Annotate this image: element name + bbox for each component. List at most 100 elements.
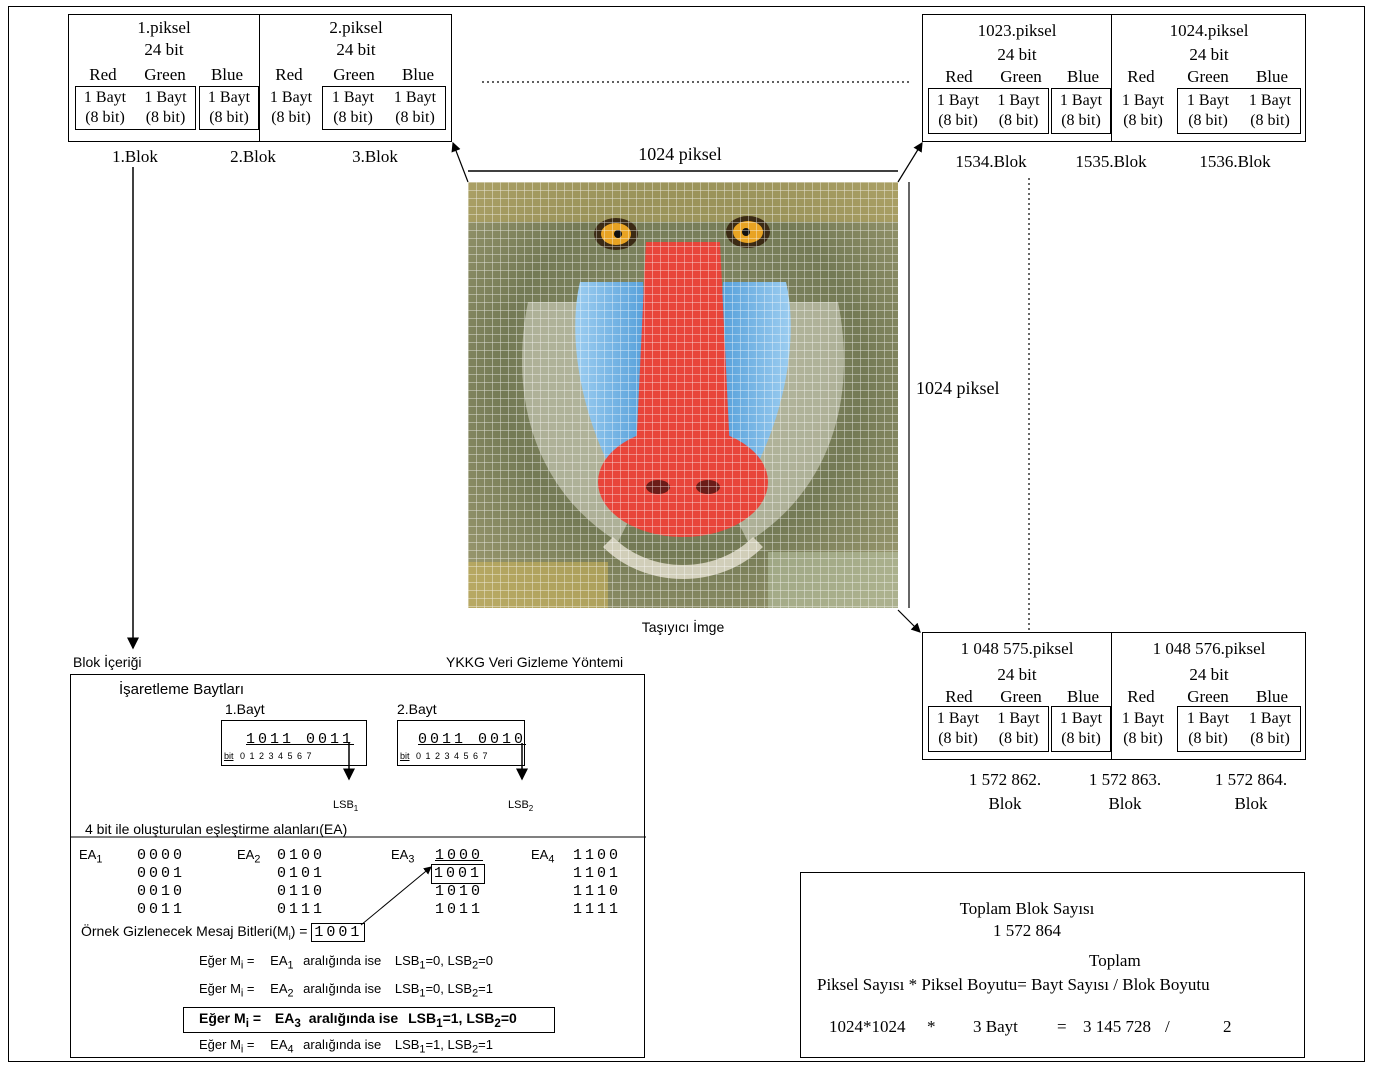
- bit-index-prefix: bit: [400, 751, 410, 761]
- totals-toplam: Toplam: [1089, 951, 1141, 970]
- ea-heading: 4 bit ile oluşturulan eşleştirme alanlar…: [85, 821, 348, 837]
- formula-pixels: 1024*1024: [829, 1017, 906, 1036]
- bit-count: (8 bit): [1123, 112, 1163, 129]
- channel-label: Green: [1187, 67, 1229, 86]
- highlight-rule-box: [183, 1007, 555, 1033]
- bit-count: (8 bit): [271, 109, 311, 126]
- pixel-bits: 24 bit: [997, 45, 1037, 64]
- totals-value: 1 572 864: [993, 921, 1061, 940]
- bit-index: 0 1 2 3 4 5 6 7: [416, 751, 489, 761]
- lsb-text: LSB: [333, 799, 354, 811]
- lsb-sub: 2: [528, 804, 534, 814]
- byte1-box: 1011 0011 bit 0 1 2 3 4 5 6 7: [221, 720, 367, 766]
- lsb-text: LSB: [508, 799, 529, 811]
- formula-op: *: [927, 1017, 936, 1036]
- block-outline: [928, 706, 1049, 752]
- formula-eq: =: [1057, 1017, 1067, 1036]
- formula-block: 2: [1223, 1017, 1232, 1036]
- byte1-label: 1.Bayt: [225, 701, 265, 717]
- image-height-label: 1024 piksel: [916, 378, 1000, 398]
- ea4-label: EA4: [531, 847, 555, 866]
- byte-label: 1 Bayt: [393, 89, 437, 106]
- carrier-image: [468, 182, 898, 608]
- block-outline: [1051, 88, 1111, 134]
- pixel-bits: 24 bit: [144, 40, 184, 59]
- bit-count: (8 bit): [1188, 730, 1228, 747]
- channel-label: Blue: [401, 65, 435, 84]
- byte-label: 1 Bayt: [1186, 710, 1230, 727]
- bit-index: 0 1 2 3 4 5 6 7: [240, 751, 313, 761]
- byte2-label: 2.Bayt: [397, 701, 437, 717]
- byte-label: 1 Bayt: [936, 92, 980, 109]
- pixel-label: 1 048 576.piksel: [1152, 639, 1266, 658]
- arrow-to-last: [897, 609, 921, 633]
- byte-label: 1 Bayt: [1059, 92, 1103, 109]
- byte-label: 1 Bayt: [207, 89, 251, 106]
- arrow-to-first: [451, 141, 469, 183]
- pixel-bits: 24 bit: [997, 665, 1037, 684]
- channel-label: Blue: [210, 65, 244, 84]
- block-outline: [1177, 88, 1301, 134]
- block-label: Blok: [1234, 794, 1268, 813]
- byte-label: 1 Bayt: [144, 89, 187, 106]
- block-label: 1535.Blok: [1075, 152, 1147, 171]
- bit-count: (8 bit): [395, 109, 435, 126]
- block-label: 1 572 862.: [968, 770, 1042, 789]
- lsb1-label: LSB1: [333, 799, 358, 813]
- image-caption: Taşıyıcı İmge: [641, 619, 725, 635]
- totals-title: Toplam Blok Sayısı: [959, 899, 1095, 918]
- bit-count: (8 bit): [85, 109, 125, 126]
- rule-row: Eğer Mi = EA2 aralığında ise LSB1=0, LSB…: [199, 981, 493, 1000]
- bit-count: (8 bit): [145, 109, 186, 126]
- rule-row: Eğer Mi = EA4 aralığında ise LSB1=1, LSB…: [199, 1037, 493, 1056]
- lsb2-label: LSB2: [508, 799, 533, 813]
- pixel-bits: 24 bit: [1189, 45, 1229, 64]
- baboon-face: [468, 182, 898, 608]
- bit-count: (8 bit): [998, 730, 1039, 747]
- ea2-label: EA2: [237, 847, 261, 866]
- channel-label: Blue: [1066, 687, 1100, 706]
- pixel-box-first: 1.piksel 24 bit 2.piksel 24 bit Red Gree…: [68, 14, 452, 142]
- channel-label: Green: [1000, 687, 1042, 706]
- pixel-label: 1023.piksel: [977, 21, 1057, 40]
- block-content-panel: İşaretleme Baytları 1.Bayt 2.Bayt 1011 0…: [70, 674, 646, 1058]
- pixel-divider: [259, 15, 260, 141]
- pixel-label: 2.piksel: [329, 18, 383, 37]
- pixel-label: 1 048 575.piksel: [960, 639, 1074, 658]
- byte1-bits: 1011 0011: [246, 731, 355, 748]
- totals-panel: Toplam Blok Sayısı 1 572 864 Toplam Piks…: [800, 872, 1305, 1058]
- ea3-values: 1000 1001 1010 1011: [430, 847, 486, 918]
- bit-count: (8 bit): [938, 112, 978, 129]
- channel-label: Red: [275, 65, 303, 84]
- ea2-values: 0100 0101 0110 0111: [277, 847, 326, 918]
- ea3-label: EA3: [391, 847, 415, 866]
- pixel-divider: [1111, 15, 1112, 141]
- lsb-sub: 1: [353, 804, 359, 814]
- block-label: 1534.Blok: [955, 152, 1027, 171]
- bit-count: (8 bit): [1061, 112, 1101, 129]
- image-width-label: 1024 piksel: [638, 144, 722, 164]
- block-label: 3.Blok: [352, 147, 398, 166]
- channel-label: Blue: [1066, 67, 1100, 86]
- channel-label: Blue: [1255, 67, 1289, 86]
- byte-label: 1 Bayt: [997, 710, 1040, 727]
- byte-label: 1 Bayt: [83, 89, 127, 106]
- sample-value: 1001: [311, 923, 366, 942]
- block-label: 1.Blok: [112, 147, 158, 166]
- pixel-bits: 24 bit: [1189, 665, 1229, 684]
- byte-label: 1 Bayt: [1121, 710, 1165, 727]
- byte-label: 1 Bayt: [1248, 710, 1292, 727]
- pixel-box-last: 1 048 575.piksel 24 bit 1 048 576.piksel…: [922, 632, 1306, 760]
- block-outline: [75, 86, 196, 130]
- bit-count: (8 bit): [1123, 730, 1163, 747]
- byte-label: 1 Bayt: [331, 89, 375, 106]
- channel-label: Red: [945, 687, 973, 706]
- byte-label: 1 Bayt: [997, 92, 1040, 109]
- block-outline: [322, 86, 446, 130]
- rule-row-highlighted: Eğer Mi = EA3 aralığında ise LSB1=1, LSB…: [199, 1010, 517, 1030]
- bit-count: (8 bit): [1188, 112, 1228, 129]
- rule-row: Eğer Mi = EA1 aralığında ise LSB1=0, LSB…: [199, 953, 493, 972]
- byte2-box: 0011 0010 bit 0 1 2 3 4 5 6 7: [397, 720, 525, 766]
- channel-label: Blue: [1255, 687, 1289, 706]
